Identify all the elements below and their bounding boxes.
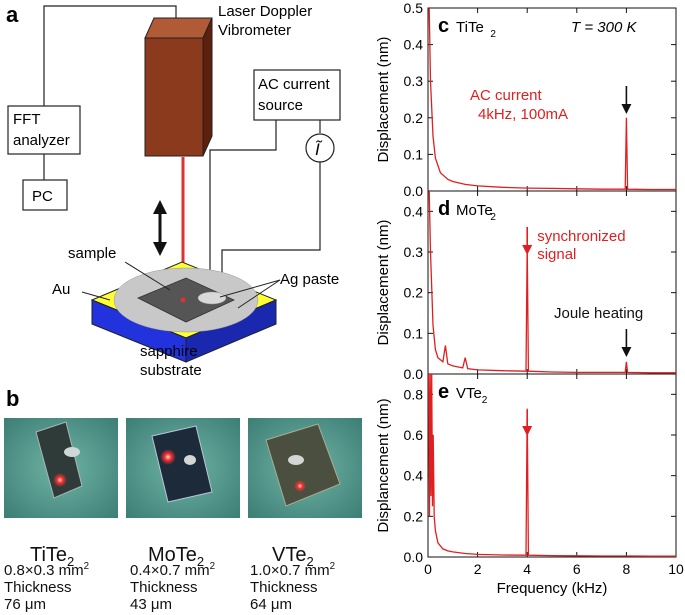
chart-d-ytick-label: 0.0 xyxy=(404,366,424,382)
laser-vibrometer-label: Laser Doppler Vibrometer xyxy=(218,3,316,39)
chart-e-ytick-label: 0.2 xyxy=(404,508,424,524)
chart-e-xtick-label: 8 xyxy=(623,561,631,577)
chart-d-ytick-label: 0.1 xyxy=(404,325,424,341)
chart-c-ytick-label: 0.3 xyxy=(404,73,424,89)
chart-e-letter: e xyxy=(438,381,449,403)
chart-e-xlabel: Frequency (kHz) xyxy=(497,580,608,597)
chart-d-annotation-3: Joule heating xyxy=(554,305,643,322)
chart-c-annotation-2: 4kHz, 100mA xyxy=(478,106,568,123)
chart-e-ytick-label: 0.6 xyxy=(404,427,424,443)
sample-leader xyxy=(124,261,171,291)
chart-e-arrow-head xyxy=(522,426,533,436)
sample-label: sample xyxy=(68,245,116,262)
ag-leader-2 xyxy=(237,279,281,309)
chart-e-xtick-label: 6 xyxy=(573,561,581,577)
panel-b-letter: b xyxy=(6,386,19,411)
chart-d-ylabel: Displacement (nm) xyxy=(375,220,392,346)
chart-c-ytick-label: 0.1 xyxy=(404,146,424,162)
sample-flake xyxy=(137,277,235,323)
fft-analyzer-label: FFT analyzer xyxy=(13,111,70,149)
current-meter xyxy=(305,133,335,163)
chart-d-series-line xyxy=(428,190,676,374)
ag-leader-1 xyxy=(219,279,281,298)
chart-c-arrow-head xyxy=(621,104,632,114)
chart-c-annotation-1: AC current xyxy=(470,87,543,104)
chart-c-series-line xyxy=(428,7,676,191)
substrate-label: sapphire substrate xyxy=(140,343,202,379)
chart-e-material-sub: 2 xyxy=(482,395,488,406)
ac-source-box xyxy=(253,69,341,121)
chart-d-annotation-1: synchronized xyxy=(537,228,625,245)
ag-paste-label: Ag paste xyxy=(280,271,339,288)
chart-d-ytick-label: 0.4 xyxy=(404,203,424,219)
sample-info-1: 0.8×0.3 mm2 Thickness 76 μm xyxy=(4,561,90,613)
chart-e-series-line xyxy=(428,373,676,557)
chart-d-material: MoTe xyxy=(456,202,493,219)
vibrometer-box xyxy=(144,17,213,157)
chart-c-ylabel: Displacement (nm) xyxy=(375,37,392,163)
chart-d-ytick-label: 0.2 xyxy=(404,285,424,301)
pc-box xyxy=(22,179,68,211)
chart-e-frame xyxy=(427,373,677,558)
au-leader xyxy=(81,291,111,301)
chart-c-ytick-label: 0.4 xyxy=(404,37,424,53)
chart-c-letter: c xyxy=(438,15,449,37)
chart-c-material-sub: 2 xyxy=(490,29,496,40)
chart-c-temperature: T = 300 K xyxy=(571,19,637,36)
ac-source-label: AC current source xyxy=(258,76,334,114)
substrate-stack xyxy=(90,261,278,363)
chart-e-ytick-label: 0.4 xyxy=(404,468,424,484)
chart-e-xtick-label: 4 xyxy=(523,561,531,577)
chart-e-ylabel: Displancement (nm) xyxy=(375,398,392,532)
chart-e-xtick-label: 0 xyxy=(424,561,432,577)
chart-d-material-sub: 2 xyxy=(490,212,496,223)
ag-paste-dot xyxy=(197,291,227,305)
wire-vibrometer-fft xyxy=(43,5,177,106)
photo-titeconsole xyxy=(4,418,118,518)
sample-name-2: MoTe2 xyxy=(148,544,205,569)
fft-analyzer-box xyxy=(7,105,81,155)
chart-e-xtick-label: 10 xyxy=(668,561,684,577)
photo-mote2 xyxy=(126,418,240,518)
chart-d-ytick-label: 0.3 xyxy=(404,244,424,260)
sample-name-3: VTe2 xyxy=(272,544,314,569)
chart-d-annotation-2: signal xyxy=(537,246,576,263)
panel-a-letter: a xyxy=(6,2,19,27)
sample-info-2: 0.4×0.7 mm2 Thickness 43 μm xyxy=(130,561,216,613)
current-symbol: Ĩ xyxy=(315,140,323,159)
chart-e-ytick-label: 0.0 xyxy=(404,549,424,565)
chart-c-ytick-label: 0.2 xyxy=(404,110,424,126)
wire-ac-left xyxy=(209,120,277,288)
vibration-arrow xyxy=(153,200,167,256)
chart-e-material: VTe xyxy=(456,385,482,402)
au-label: Au xyxy=(52,281,70,298)
chart-d-letter: d xyxy=(438,198,450,220)
chart-e-ytick-label: 0.8 xyxy=(404,386,424,402)
chart-d-arrow-joule-head xyxy=(621,347,632,357)
photo-vte2 xyxy=(248,418,362,518)
sample-info-3: 1.0×0.7 mm2 Thickness 64 μm xyxy=(250,561,336,613)
chart-c-ytick-label: 0.0 xyxy=(404,183,424,199)
chart-d-arrow-sync-head xyxy=(522,245,533,255)
chart-c-material: TiTe xyxy=(456,19,484,36)
chart-c-ytick-label: 0.5 xyxy=(404,0,424,16)
pc-label: PC xyxy=(32,188,53,205)
sample-name-1: TiTe2 xyxy=(30,544,75,569)
chart-e-xtick-label: 2 xyxy=(474,561,482,577)
